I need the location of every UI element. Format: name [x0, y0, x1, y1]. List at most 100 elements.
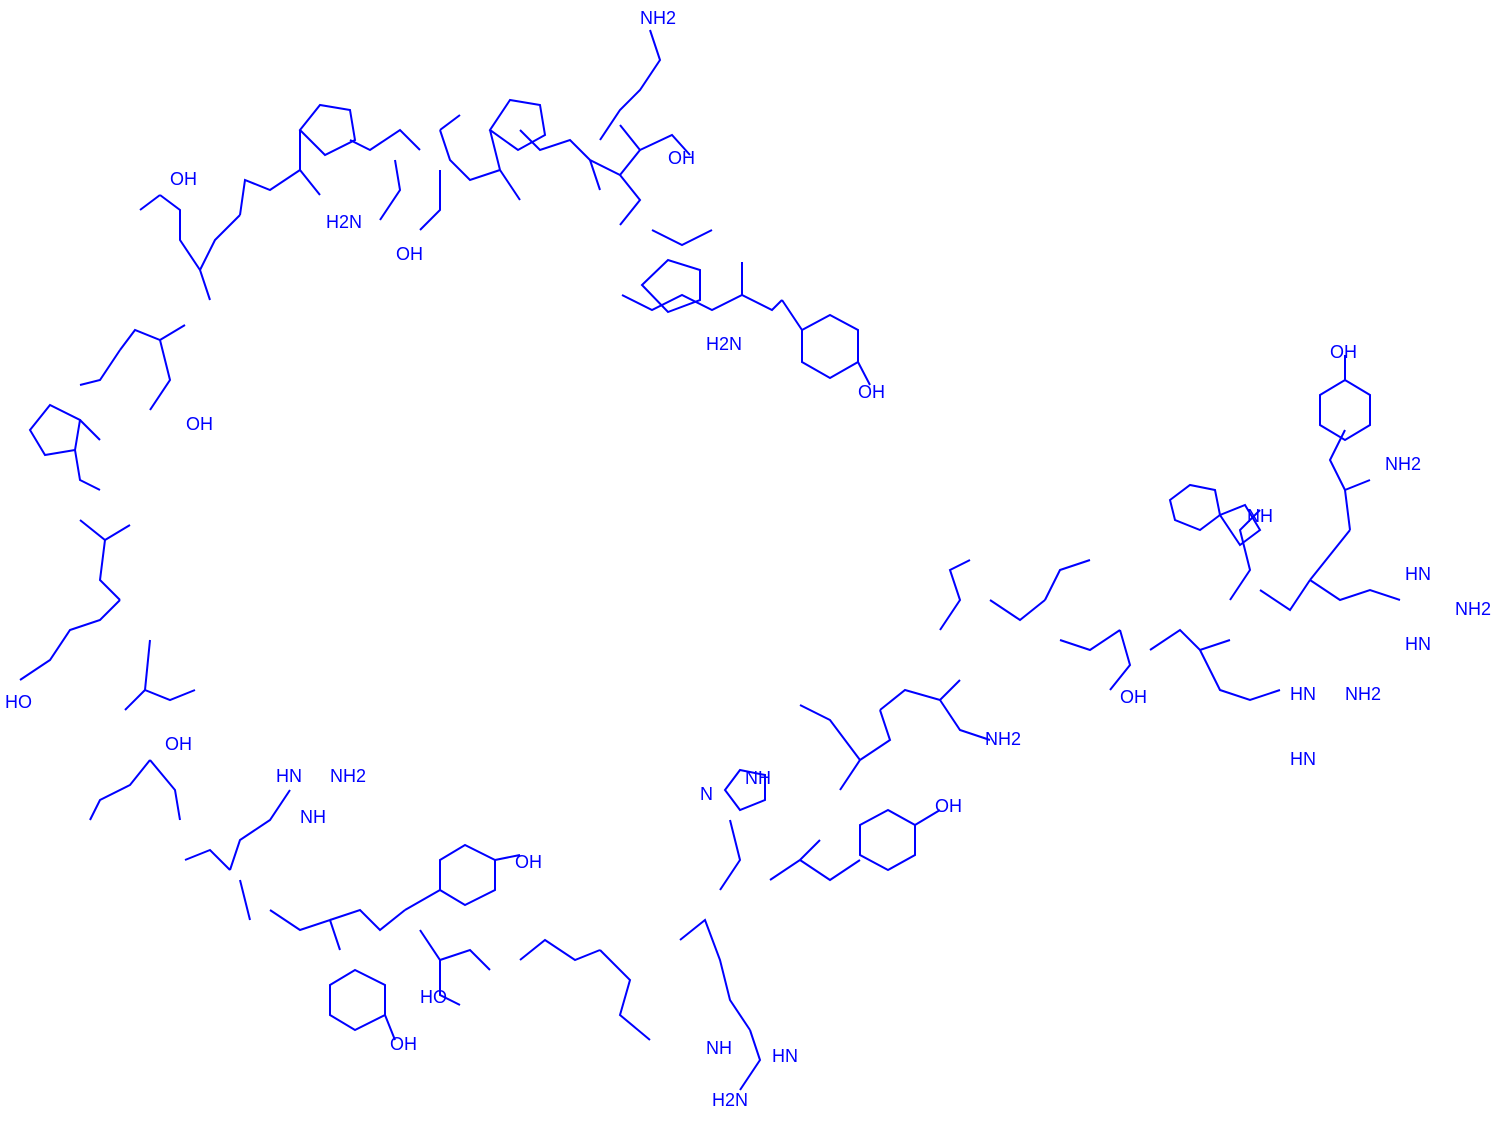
- bond-chain: [439, 129, 501, 182]
- atom-labels: NH2 OH OH H2N OH H2N OH OH HO OH HN NH2 …: [5, 8, 1491, 1110]
- tyr3-oh-label: OH: [515, 852, 542, 872]
- bond-chain: [139, 194, 161, 211]
- bond-chain: [439, 960, 461, 1006]
- his-ring: [723, 768, 766, 812]
- bond-chain: [939, 559, 971, 631]
- tyr4-ring: [859, 808, 916, 872]
- bond-chain: [404, 889, 441, 911]
- arg-bottom-h2n-label: H2N: [712, 1090, 748, 1110]
- trp-ring6: [1168, 483, 1222, 532]
- bond-chain: [329, 908, 406, 932]
- bond-chain: [269, 909, 341, 951]
- bond-chain: [229, 789, 291, 871]
- arg-bottom-nh-label: NH: [706, 1038, 732, 1058]
- bond-chain: [198, 214, 241, 301]
- bond-chain: [1309, 579, 1401, 602]
- bond-chain: [239, 169, 301, 216]
- bond-chain: [769, 839, 821, 881]
- bond-chain: [124, 689, 146, 711]
- bond-chain: [89, 759, 151, 821]
- arg-left-nh-label: HN: [276, 766, 302, 786]
- bond-chain: [184, 848, 231, 871]
- glu-left-ho-label: HO: [5, 692, 32, 712]
- arg-bottom-hn-label: HN: [772, 1046, 798, 1066]
- bond-chain: [1259, 579, 1311, 612]
- bond-chain: [1199, 649, 1281, 702]
- bond-chain: [1109, 629, 1132, 691]
- bond-chain: [79, 519, 131, 542]
- bond-chain: [879, 679, 961, 711]
- asp-left-oh-label: OH: [186, 414, 213, 434]
- pro2-ring: [488, 98, 547, 152]
- bond-chain: [621, 293, 783, 312]
- bond-chain: [74, 449, 101, 491]
- trp-nh-label: NH: [1247, 506, 1273, 526]
- asn-top-h2n-label: H2N: [326, 212, 362, 232]
- arg-right-hn-label: HN: [1290, 684, 1316, 704]
- arg-right-hn2-label: HN: [1290, 749, 1316, 769]
- bond-chain: [1149, 628, 1231, 652]
- bond-chain: [739, 1029, 762, 1091]
- bond-chain: [589, 159, 601, 191]
- arg-far-hn-label: HN: [1405, 564, 1431, 584]
- arg-right-nh2-label: NH2: [1345, 684, 1381, 704]
- bond-chain: [639, 133, 691, 156]
- tyr1-oh-label: OH: [858, 382, 885, 402]
- bond-chain: [519, 129, 621, 176]
- tyr2-oh-label: OH: [390, 1034, 417, 1054]
- bond-chain: [149, 339, 172, 411]
- bond-chain: [1328, 429, 1346, 491]
- pro1-ring: [640, 258, 701, 314]
- bond-chain: [1309, 529, 1351, 581]
- bond-chain: [939, 699, 991, 741]
- bond-chain: [914, 809, 941, 826]
- arg-left-nh2-label: NH2: [330, 766, 366, 786]
- lys-nh2-label: NH2: [640, 8, 676, 28]
- tyr4-oh-label: OH: [935, 796, 962, 816]
- bond-chain: [1229, 509, 1261, 601]
- bond-chain: [651, 229, 713, 247]
- bond-chain: [439, 114, 461, 131]
- bond-chain: [839, 709, 892, 791]
- pro4-ring: [28, 403, 82, 457]
- bond-chain: [149, 759, 181, 821]
- bond-chain: [19, 599, 121, 681]
- his-nh-label: NH: [745, 768, 771, 788]
- bond-chain: [419, 170, 441, 231]
- bond-chain: [599, 949, 651, 1041]
- bond-chain: [679, 918, 751, 1031]
- bond-chain: [1059, 629, 1121, 652]
- ser2-ho-label: HO: [420, 987, 447, 1007]
- bond-chain: [79, 349, 121, 386]
- bond-chain: [494, 854, 521, 861]
- bond-chain: [349, 128, 421, 152]
- arg-far-nh2-label: NH2: [1455, 599, 1491, 619]
- bond-chain: [143, 639, 196, 702]
- bond-chain: [79, 419, 101, 441]
- ser-oh-label: OH: [668, 148, 695, 168]
- asp-mid-oh-label: OH: [165, 734, 192, 754]
- bonds: [19, 29, 1401, 1091]
- bond-chain: [98, 539, 121, 601]
- bond-chain: [119, 324, 186, 351]
- tyr2-ring: [329, 968, 386, 1032]
- bond-chain: [159, 194, 201, 271]
- bond-chain: [419, 929, 491, 971]
- bond-chain: [519, 938, 601, 962]
- bond-chain: [599, 29, 662, 141]
- tyr1-h2n-label: H2N: [706, 334, 742, 354]
- tyr3-ring: [439, 843, 496, 907]
- pro3-ring: [298, 103, 357, 157]
- tyr1-ring: [801, 313, 859, 380]
- asp-top-oh-label: OH: [396, 244, 423, 264]
- bond-chain: [379, 159, 402, 221]
- bond-chain: [781, 299, 803, 331]
- bond-chain: [1044, 559, 1091, 601]
- glu-top-oh-label: OH: [170, 169, 197, 189]
- bond-chain: [384, 1014, 396, 1041]
- bond-chain: [857, 361, 871, 386]
- thr-oh-label: OH: [1120, 687, 1147, 707]
- arg-far-hn2-label: HN: [1405, 634, 1431, 654]
